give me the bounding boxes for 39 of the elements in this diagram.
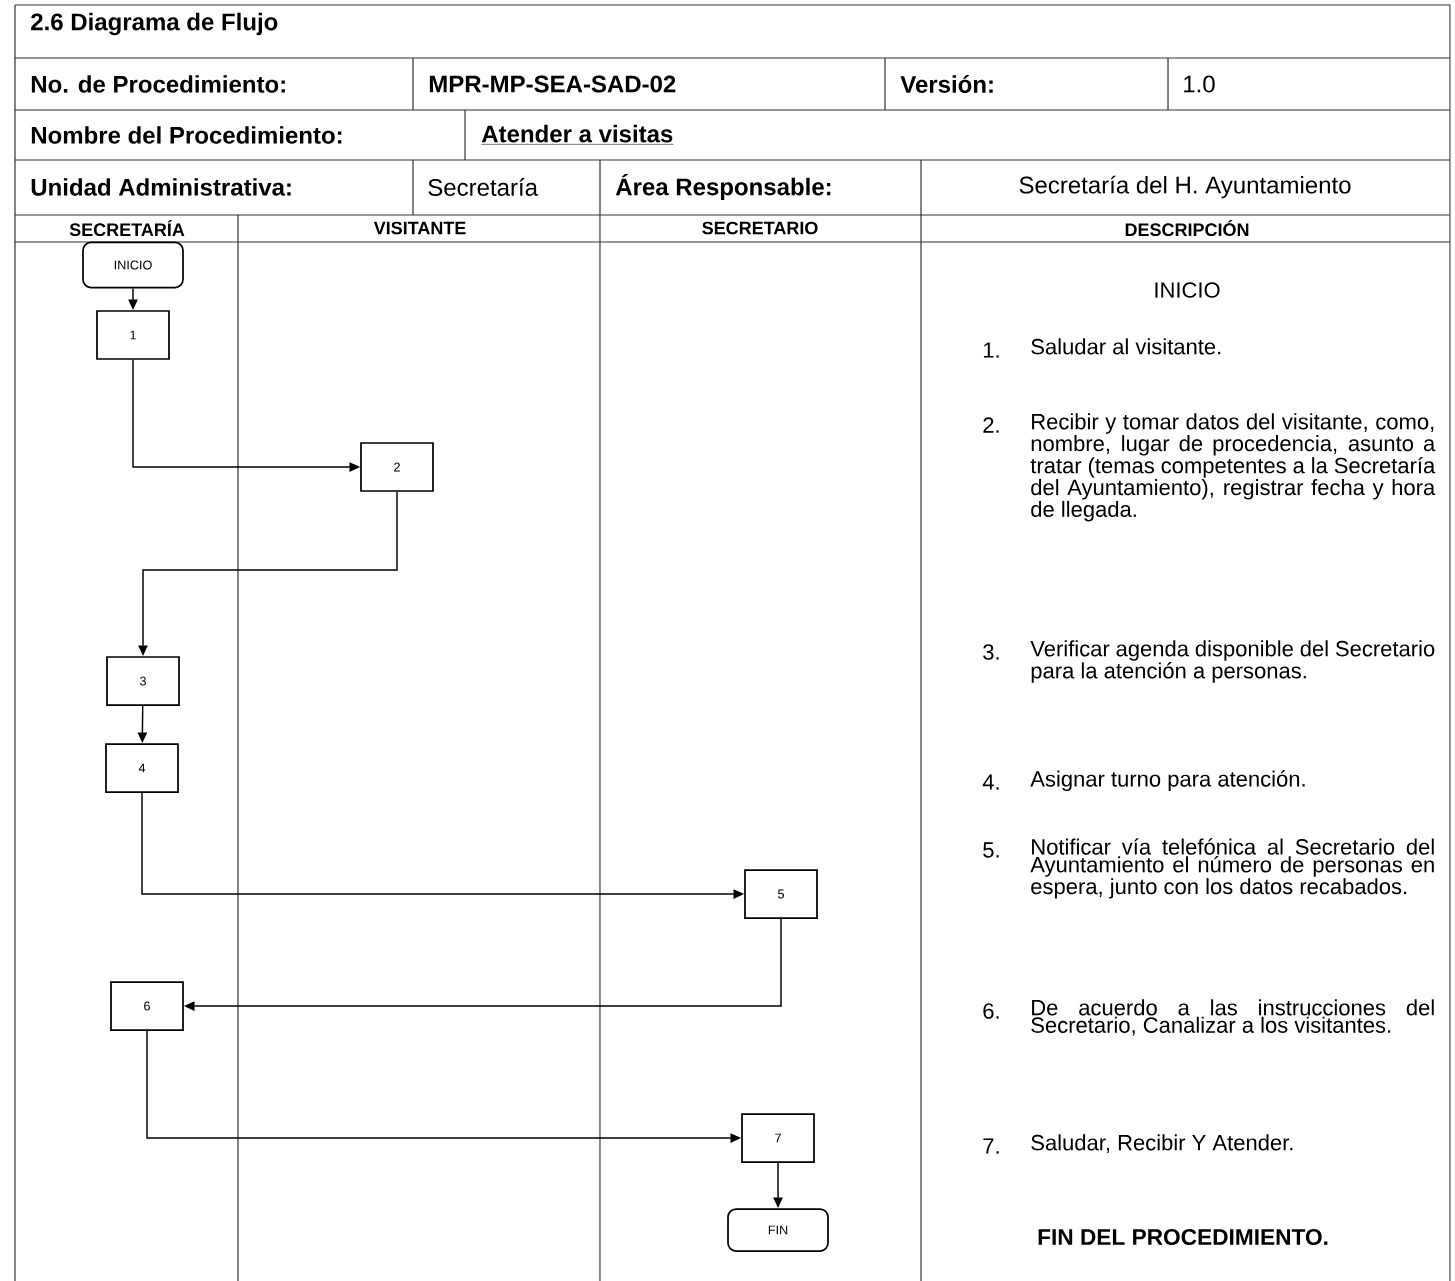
header-text: Área Responsable: <box>615 173 831 201</box>
process-box: 6 <box>110 981 184 1031</box>
header-text: Unidad Administrativa: <box>31 178 291 196</box>
step-number: 2. <box>983 417 999 433</box>
description-text: De acuerdo a las instrucciones del Secretario, Canalizar a los visitantes. <box>1031 999 1434 1036</box>
terminal-box: FIN <box>727 1208 829 1252</box>
description-text: Notificar vía telefónica al Secretario del Ayuntamiento el número de personas en espera, junto con los datos recabados. <box>1030 838 1434 899</box>
lane-header: VISITANTE <box>373 221 466 235</box>
step-number: 1. <box>983 342 999 358</box>
process-box: 2 <box>360 442 434 492</box>
step-number: 7. <box>983 1138 999 1154</box>
process-box: 5 <box>744 869 818 919</box>
terminal-box: INICIO <box>82 241 184 289</box>
header-text: Versión: <box>900 75 993 93</box>
description-text: INICIO <box>1155 282 1220 298</box>
header-text: MPR-MP-SEA-SAD-02 <box>429 75 676 93</box>
description-text: Saludar, Recibir Y Atender. <box>1031 1134 1293 1154</box>
process-box: 3 <box>106 656 180 706</box>
process-box: 4 <box>105 743 179 793</box>
step-number: 4. <box>982 774 999 790</box>
lane-header: SECRETARIO <box>702 221 818 235</box>
step-number: 6. <box>983 1003 999 1019</box>
step-number: 3. <box>983 644 999 660</box>
header-text: 1.0 <box>1184 75 1215 93</box>
end-text: FIN DEL PROCEDIMIENTO. <box>1038 1229 1328 1246</box>
procedure-name: Atender a visitas <box>481 124 674 145</box>
table-title: 2.6 Diagrama de Flujo <box>31 12 278 36</box>
description-text: Verificar agenda disponible del Secretario para la atención a personas. <box>1030 640 1435 683</box>
step-number: 5. <box>983 842 999 858</box>
header-text: Secretaría del H. Ayuntamiento <box>1019 175 1351 199</box>
process-box: 1 <box>96 310 170 360</box>
description-text: Asignar turno para atención. <box>1030 770 1305 792</box>
header-text: Nombre del Procedimiento: <box>31 126 342 144</box>
header-text: No. de Procedimiento: <box>31 75 285 93</box>
description-text: Recibir y tomar datos del visitante, como, nombre, lugar de procedencia, asunto a tratar (temas competentes a la Secretaría del Ayuntamiento), registrar fecha y hora de llegada. <box>1030 413 1436 522</box>
description-text: Saludar al visitante. <box>1031 338 1221 355</box>
header-text: Secretaría <box>428 178 538 196</box>
lane-header: DESCRIPCIÓN <box>1125 219 1249 237</box>
process-box: 7 <box>741 1113 815 1163</box>
